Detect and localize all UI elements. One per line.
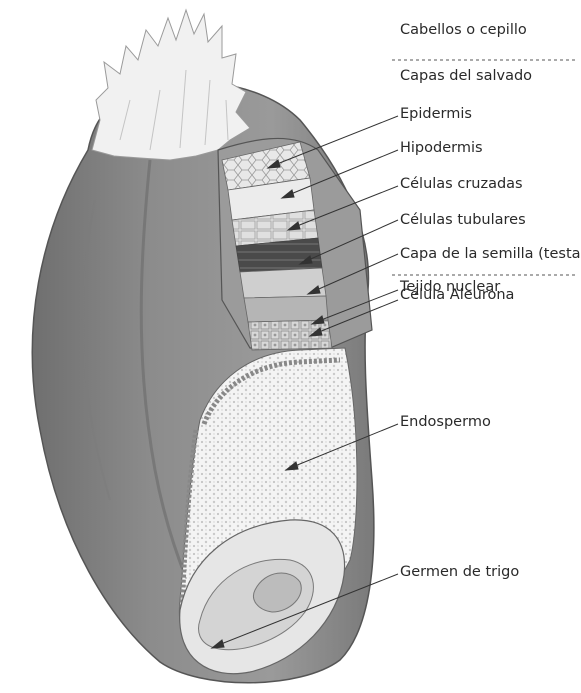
label-hypodermis: Hipodermis <box>400 140 483 156</box>
brush-hairs <box>92 10 250 160</box>
label-epidermis: Epidermis <box>400 106 472 122</box>
label-aleurone: Célula Aleurona <box>400 287 514 303</box>
label-germ: Germen de trigo <box>400 564 519 580</box>
label-hairs: Cabellos o cepillo <box>400 22 527 38</box>
label-tube-cells: Células tubulares <box>400 212 526 228</box>
nucellar-layer <box>244 296 328 322</box>
label-cross-cells: Células cruzadas <box>400 176 523 192</box>
label-seed-coat: Capa de la semilla (testa) <box>400 246 581 262</box>
label-bran: Capas del salvado <box>400 68 532 84</box>
label-endosperm: Endospermo <box>400 414 491 430</box>
